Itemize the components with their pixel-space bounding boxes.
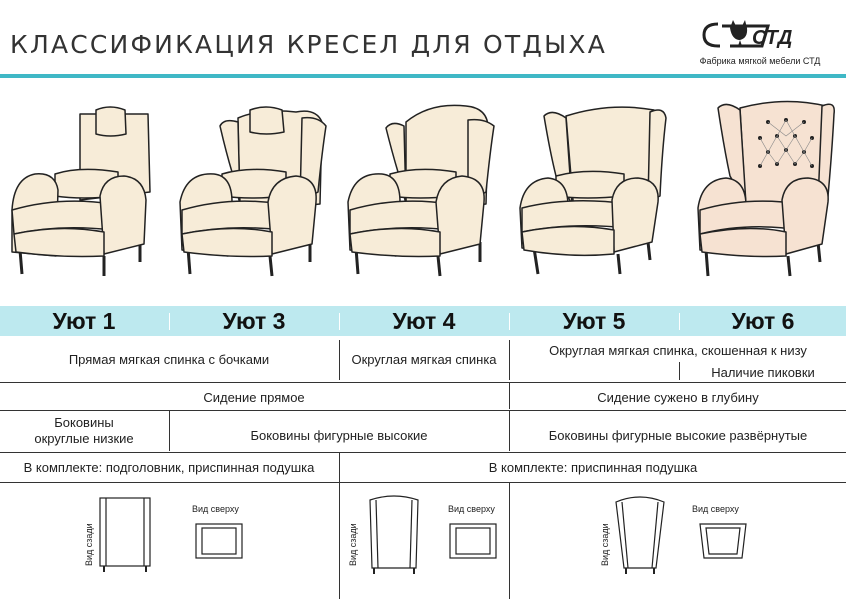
arms-shaped-wide-label: Боковины фигурные высокие развёрнутые [548,428,808,443]
back-sloped-label: Округлая мягкая спинка, скошенная к низу [549,343,807,358]
headrest [249,106,285,135]
top-view-label-3: Вид сверху [692,504,739,514]
model-uyut-1: Уют 1 [52,308,116,334]
arms-shaped-high-label: Боковины фигурные высокие [250,428,428,443]
back-straight-label: Прямая мягкая спинка с бочками [68,352,270,367]
top-view-label-1: Вид сверху [192,504,239,514]
back-view-label-2: Вид сзади [348,523,358,566]
back-view-1 [99,497,151,572]
chair-uyut-1 [11,106,151,276]
back-view-3 [615,496,665,574]
kit-cushion-label: В комплекте: приспинная подушка [488,460,698,475]
chair-uyut-5 [519,106,667,275]
models-band: Уют 1 Уют 3 Уют 4 Уют 5 Уют 6 [0,306,846,336]
top-view-3 [699,523,747,559]
views-illustration [99,495,747,574]
logo-subtitle: Фабрика мягкой мебели СТД [699,56,821,66]
seat-straight-label: Сидение прямое [203,390,305,405]
chair-uyut-4 [347,104,495,277]
model-uyut-5: Уют 5 [562,308,626,334]
tufting-label: Наличие пиковки [711,365,815,380]
kit-full-label: В комплекте: подголовник, приспинная под… [23,460,315,475]
model-uyut-3: Уют 3 [222,308,286,334]
back-rounded-label: Округлая мягкая спинка [351,352,497,367]
seat-narrow-label: Сидение сужено в глубину [597,390,759,405]
page-title: КЛАССИФИКАЦИЯ КРЕСЕЛ ДЛЯ ОТДЫХА [10,30,607,59]
back-view-2 [369,495,419,574]
arms-round-low-label: Боковины округлые низкие [34,415,134,446]
chair-uyut-6 [697,100,835,277]
logo-mark: СТД [752,27,792,49]
back-view-label-1: Вид сзади [84,523,94,566]
back-view-label-3: Вид сзади [600,523,610,566]
top-view-1 [195,523,243,559]
chair-uyut-3 [179,106,327,277]
std-logo: СТД [702,20,792,49]
chairs-illustration [11,100,835,277]
accent-rule [0,74,846,78]
top-view-label-2: Вид сверху [448,504,495,514]
model-uyut-4: Уют 4 [392,308,456,334]
headrest [95,106,127,137]
cat-logo-icon [730,20,748,46]
top-view-2 [449,523,497,559]
model-uyut-6: Уют 6 [731,308,795,334]
